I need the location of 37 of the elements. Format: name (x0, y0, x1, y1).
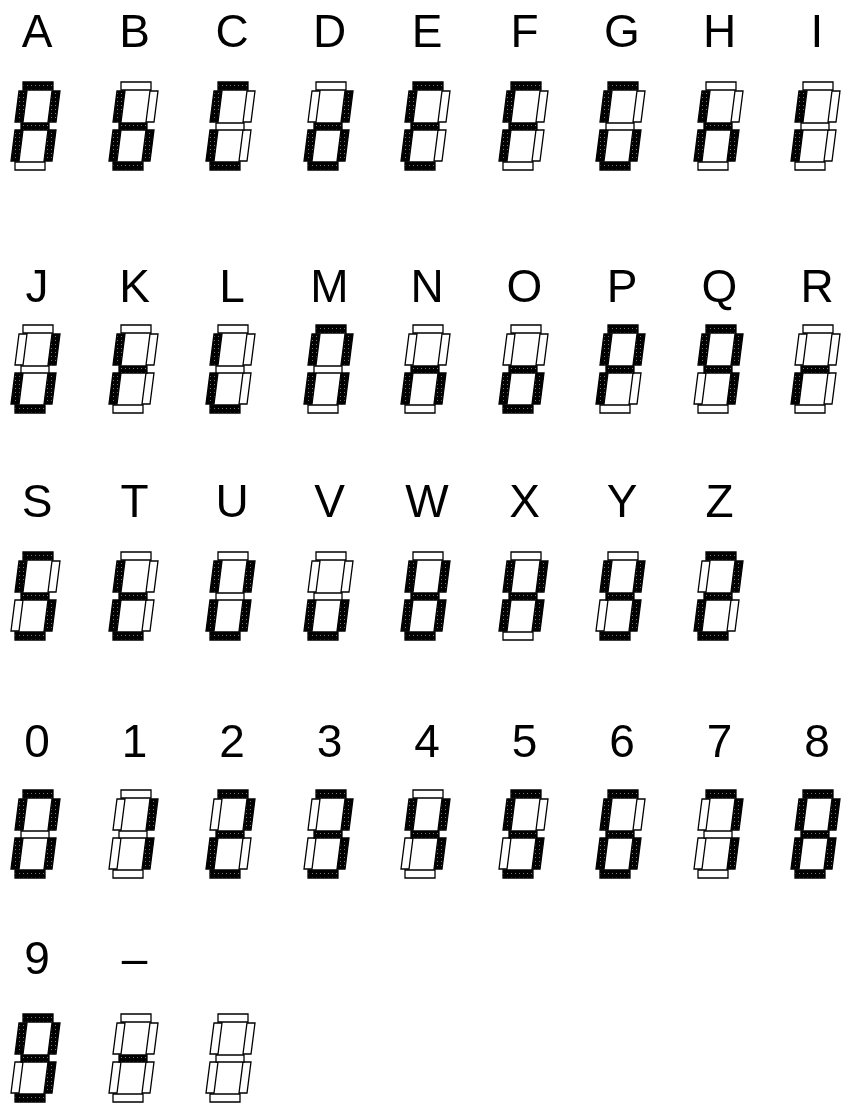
character-label: 5 (510, 718, 539, 764)
character-label: H (701, 8, 738, 54)
character-label: 9 (23, 935, 51, 981)
character-label: M (309, 263, 350, 309)
character-label: J (24, 263, 50, 309)
character-label: I (809, 8, 825, 54)
character-label: 7 (705, 718, 734, 764)
character-label: Q (700, 263, 739, 309)
character-label: U (214, 478, 250, 524)
character-label: 2 (218, 718, 246, 764)
character-label: A (20, 8, 54, 54)
character-label: R (799, 263, 835, 309)
character-label: G (603, 8, 641, 54)
character-label: 3 (315, 718, 344, 764)
character-label: 1 (120, 718, 149, 764)
character-label: B (118, 8, 151, 54)
character-label: K (118, 263, 151, 309)
character-label: V (313, 478, 346, 524)
character-label: L (218, 263, 246, 309)
character-label: D (311, 8, 348, 54)
character-label: Y (605, 478, 639, 524)
character-label: 6 (608, 718, 636, 764)
character-label: 4 (413, 718, 441, 764)
character-label: C (214, 8, 250, 54)
character-label: O (505, 263, 544, 309)
character-label: – (120, 935, 149, 981)
character-label: S (20, 478, 54, 524)
character-label: 0 (23, 718, 51, 764)
character-label: N (409, 263, 445, 309)
character-label: X (508, 478, 541, 524)
character-label: F (509, 8, 540, 54)
character-label: Z (704, 478, 735, 524)
character-label: E (410, 8, 444, 54)
character-label: T (119, 478, 150, 524)
character-label: 8 (803, 718, 831, 764)
character-label: P (605, 263, 639, 309)
character-label: W (404, 478, 450, 524)
